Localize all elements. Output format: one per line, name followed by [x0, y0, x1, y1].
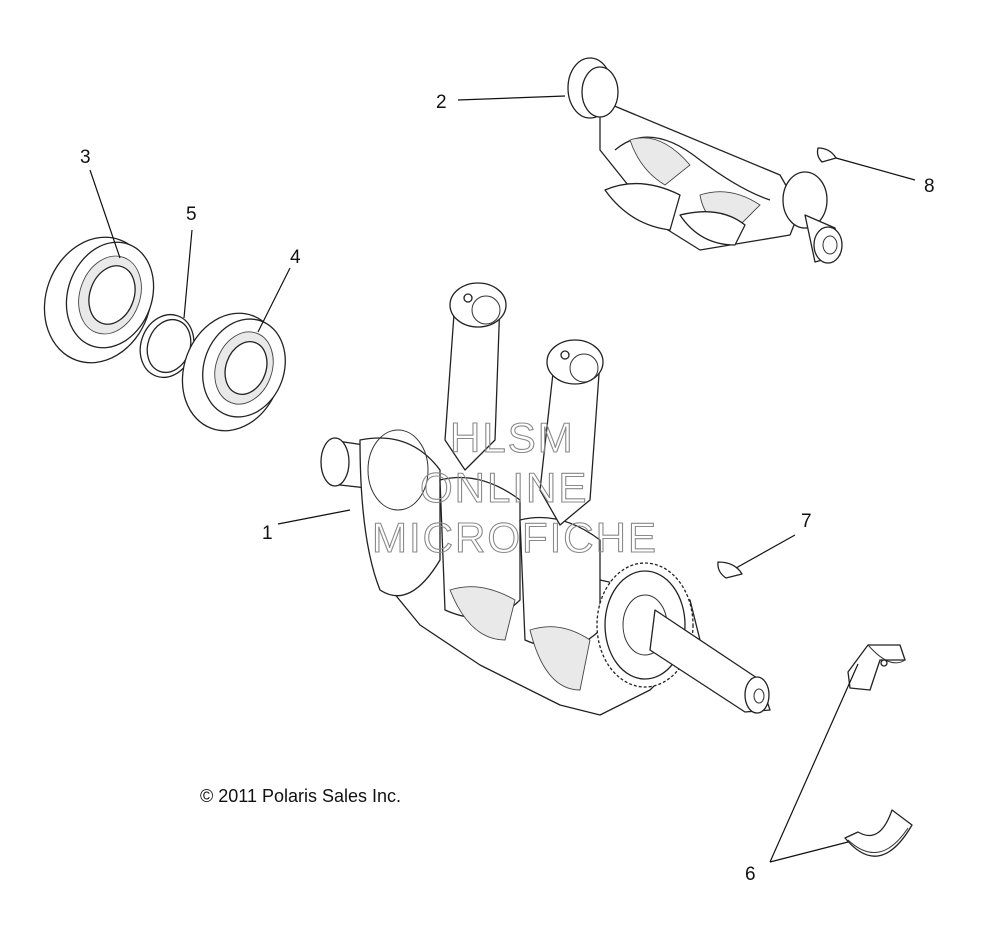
woodruff-key-part	[717, 561, 743, 579]
bearing-right-part	[181, 312, 286, 432]
callout-8: 8	[924, 176, 935, 197]
watermark-line-1: HLSM	[450, 414, 575, 461]
leader-7	[735, 534, 796, 569]
callout-6: 6	[745, 864, 756, 885]
leader-6a	[769, 663, 859, 863]
oring-part	[139, 313, 195, 379]
woodruff-key-small-part	[816, 147, 837, 163]
callout-4: 4	[290, 247, 301, 268]
balance-shaft-part	[567, 57, 843, 264]
leader-2	[457, 95, 566, 101]
bearing-left-part	[43, 236, 155, 364]
watermark: HLSM ONLINE MICROFICHE	[371, 413, 658, 561]
bearing-shell-lower-part	[844, 809, 913, 857]
leader-lines	[89, 95, 916, 863]
copyright-text: © 2011 Polaris Sales Inc.	[200, 786, 401, 806]
callout-5: 5	[186, 204, 197, 225]
leader-5	[183, 229, 193, 319]
callout-2: 2	[436, 92, 447, 113]
callout-1: 1	[262, 523, 273, 544]
leader-4	[257, 267, 291, 333]
leader-6b	[769, 841, 849, 863]
callout-7: 7	[801, 511, 812, 532]
watermark-line-3: MICROFICHE	[372, 514, 658, 561]
leader-3	[89, 169, 121, 259]
callout-3: 3	[80, 147, 91, 168]
bearing-shell-upper-part	[847, 644, 906, 691]
watermark-line-2: ONLINE	[420, 464, 588, 511]
leader-8	[835, 157, 916, 181]
leader-1	[277, 509, 351, 525]
crankshaft-assembly-part	[320, 282, 771, 716]
